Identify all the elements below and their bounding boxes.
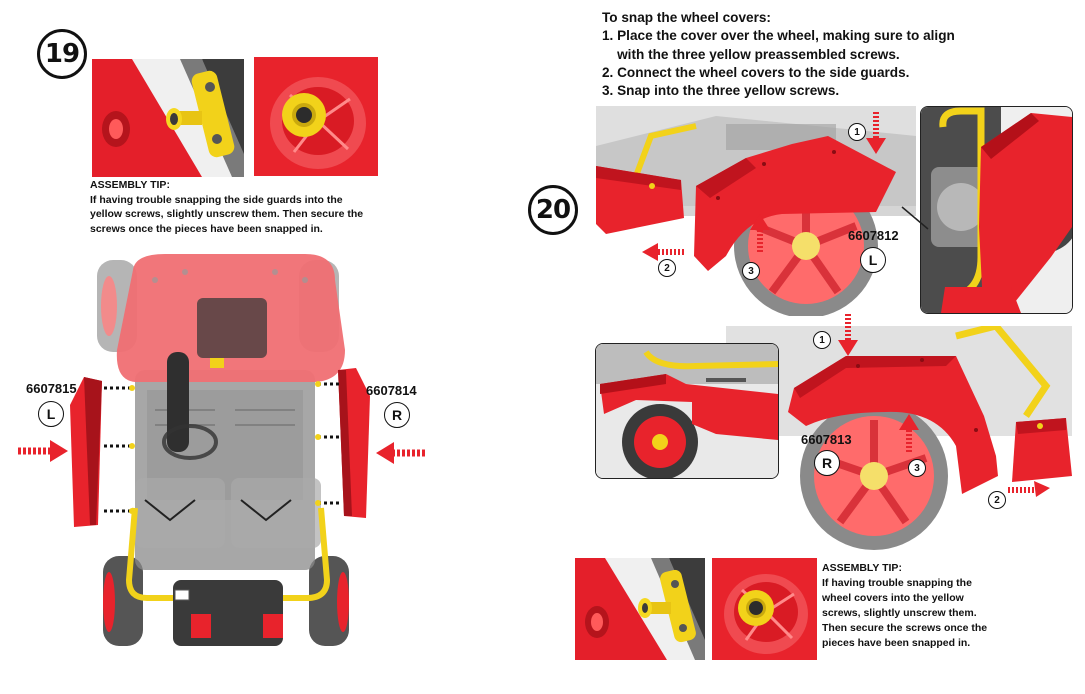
step20-instructions: To snap the wheel covers: 1. Place the c… <box>602 9 1022 100</box>
instruction-line: 2. Connect the wheel covers to the side … <box>602 64 910 80</box>
step20-assembly-tip: ASSEMBLY TIP: If having trouble snapping… <box>822 561 1072 651</box>
callout-arrow-3-bottom <box>899 414 919 452</box>
callout-number: 3 <box>914 462 920 474</box>
side-letter: L <box>868 252 878 268</box>
right-wheel-cover-inset <box>595 343 779 479</box>
left-wheel-cover-illustration <box>596 106 916 316</box>
detail-photo-screw-step20 <box>575 558 705 660</box>
callout-number: 2 <box>664 262 670 274</box>
step19-guide-lines <box>18 381 426 514</box>
tip-line: screws once the pieces have been snapped… <box>90 222 323 235</box>
part-number-right-cover: 6607813 <box>801 432 852 447</box>
step20-arrows <box>642 112 1050 497</box>
callout-2-top: 2 <box>658 259 676 277</box>
left-wheel-cover-inset <box>920 106 1073 314</box>
detail-photo-cone-step20 <box>712 558 817 660</box>
instruction-heading: To snap the wheel covers: <box>602 10 771 25</box>
callout-number: 1 <box>854 126 860 138</box>
instruction-line: 1. Place the cover over the wheel, makin… <box>602 28 955 44</box>
callout-number: 3 <box>748 265 754 277</box>
side-label-right: R <box>384 402 410 428</box>
step-number-text: 20 <box>535 195 571 225</box>
tip-line: If having trouble snapping the side guar… <box>90 193 343 206</box>
tip-line: Then secure the screws once the <box>822 622 988 634</box>
side-label-right-cover: R <box>814 450 840 476</box>
tip-line: screws, slightly unscrew them. <box>822 607 977 619</box>
callout-1-top: 1 <box>848 123 866 141</box>
tip-line: wheel covers into the yellow <box>822 592 964 604</box>
vehicle-top-view-illustration <box>95 250 365 650</box>
callout-2-bottom: 2 <box>988 491 1006 509</box>
callout-1-bottom: 1 <box>813 331 831 349</box>
step-19-number: 19 <box>37 29 87 79</box>
part-number-left-guard: 6607815 <box>26 381 77 396</box>
side-label-left: L <box>38 401 64 427</box>
right-insert-arrow <box>376 442 426 464</box>
left-side-guard-part <box>66 375 106 530</box>
left-insert-arrow <box>18 440 68 462</box>
step-number-text: 19 <box>44 39 80 69</box>
instruction-line: 3. Snap into the three yellow screws. <box>602 83 840 99</box>
detail-photo-screw <box>92 59 244 177</box>
callout-arrow-1-bottom <box>838 314 858 356</box>
detail-photo-cone <box>254 57 378 176</box>
side-letter: R <box>821 455 833 471</box>
instruction-line: with the three yellow preassembled screw… <box>602 46 900 62</box>
side-letter: R <box>391 407 403 423</box>
step-20-number: 20 <box>528 185 578 235</box>
right-side-guard-part <box>334 366 374 521</box>
callout-arrow-2-top <box>642 243 684 261</box>
part-number-left-cover: 6607812 <box>848 228 899 243</box>
callout-number: 2 <box>994 494 1000 506</box>
callout-arrow-2-bottom <box>1008 481 1050 497</box>
tip-heading: ASSEMBLY TIP: <box>822 562 902 574</box>
callout-number: 1 <box>819 334 825 346</box>
right-wheel-cover-illustration <box>726 326 1072 552</box>
side-label-left-cover: L <box>860 247 886 273</box>
tip-heading: ASSEMBLY TIP: <box>90 179 170 191</box>
callout-arrow-1-top <box>866 112 886 154</box>
callout-3-top: 3 <box>742 262 760 280</box>
side-letter: L <box>46 406 56 422</box>
part-number-right-guard: 6607814 <box>366 383 417 398</box>
callout-arrow-3-top <box>750 214 770 254</box>
step19-assembly-tip: ASSEMBLY TIP: If having trouble snapping… <box>90 178 400 236</box>
inset-connector-line <box>901 206 929 230</box>
tip-line: pieces have been snapped in. <box>822 637 971 649</box>
tip-line: yellow screws, slightly unscrew them. Th… <box>90 208 364 221</box>
tip-line: If having trouble snapping the <box>822 577 972 589</box>
callout-3-bottom: 3 <box>908 459 926 477</box>
